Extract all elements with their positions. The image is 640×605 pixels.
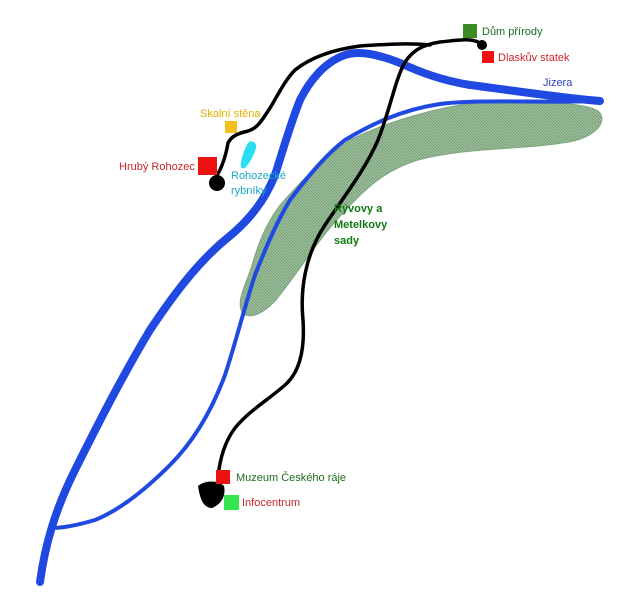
trail-rohozec: [210, 42, 432, 185]
label-rohozecke-rybniky: Rohozecké rybníky: [231, 170, 287, 197]
label-dum-prirody: Dům přírody: [482, 26, 543, 38]
label-skalni-stena: Skalní stěna: [200, 108, 261, 120]
marker-muzeum[interactable]: [216, 470, 230, 484]
marker-infocentrum[interactable]: [224, 495, 239, 510]
pond: [240, 141, 257, 169]
marker-skalni-stena[interactable]: [225, 121, 237, 133]
orchard-area: [239, 100, 603, 317]
river-side-channel: [50, 99, 602, 530]
trail-end-muzeum: [198, 481, 225, 508]
label-dlaskuv-statek: Dlaskův statek: [498, 52, 570, 64]
label-muzeum: Muzeum Českého ráje: [236, 472, 347, 484]
marker-hruby-rohozec[interactable]: [198, 157, 217, 175]
marker-dlaskuv-statek[interactable]: [482, 51, 494, 63]
river-label-jizera: Jizera: [543, 77, 573, 89]
trail-end-rohozec: [209, 175, 225, 191]
label-hruby-rohozec: Hrubý Rohozec: [119, 161, 195, 173]
trail-end-dum-prirody: [477, 40, 487, 50]
trail-main: [216, 38, 484, 480]
marker-dum-prirody[interactable]: [463, 24, 477, 38]
label-infocentrum: Infocentrum: [242, 497, 301, 509]
river-main: [36, 49, 604, 586]
label-ryvovy-sady: Rývovy a Metelkovy sady: [334, 203, 388, 247]
